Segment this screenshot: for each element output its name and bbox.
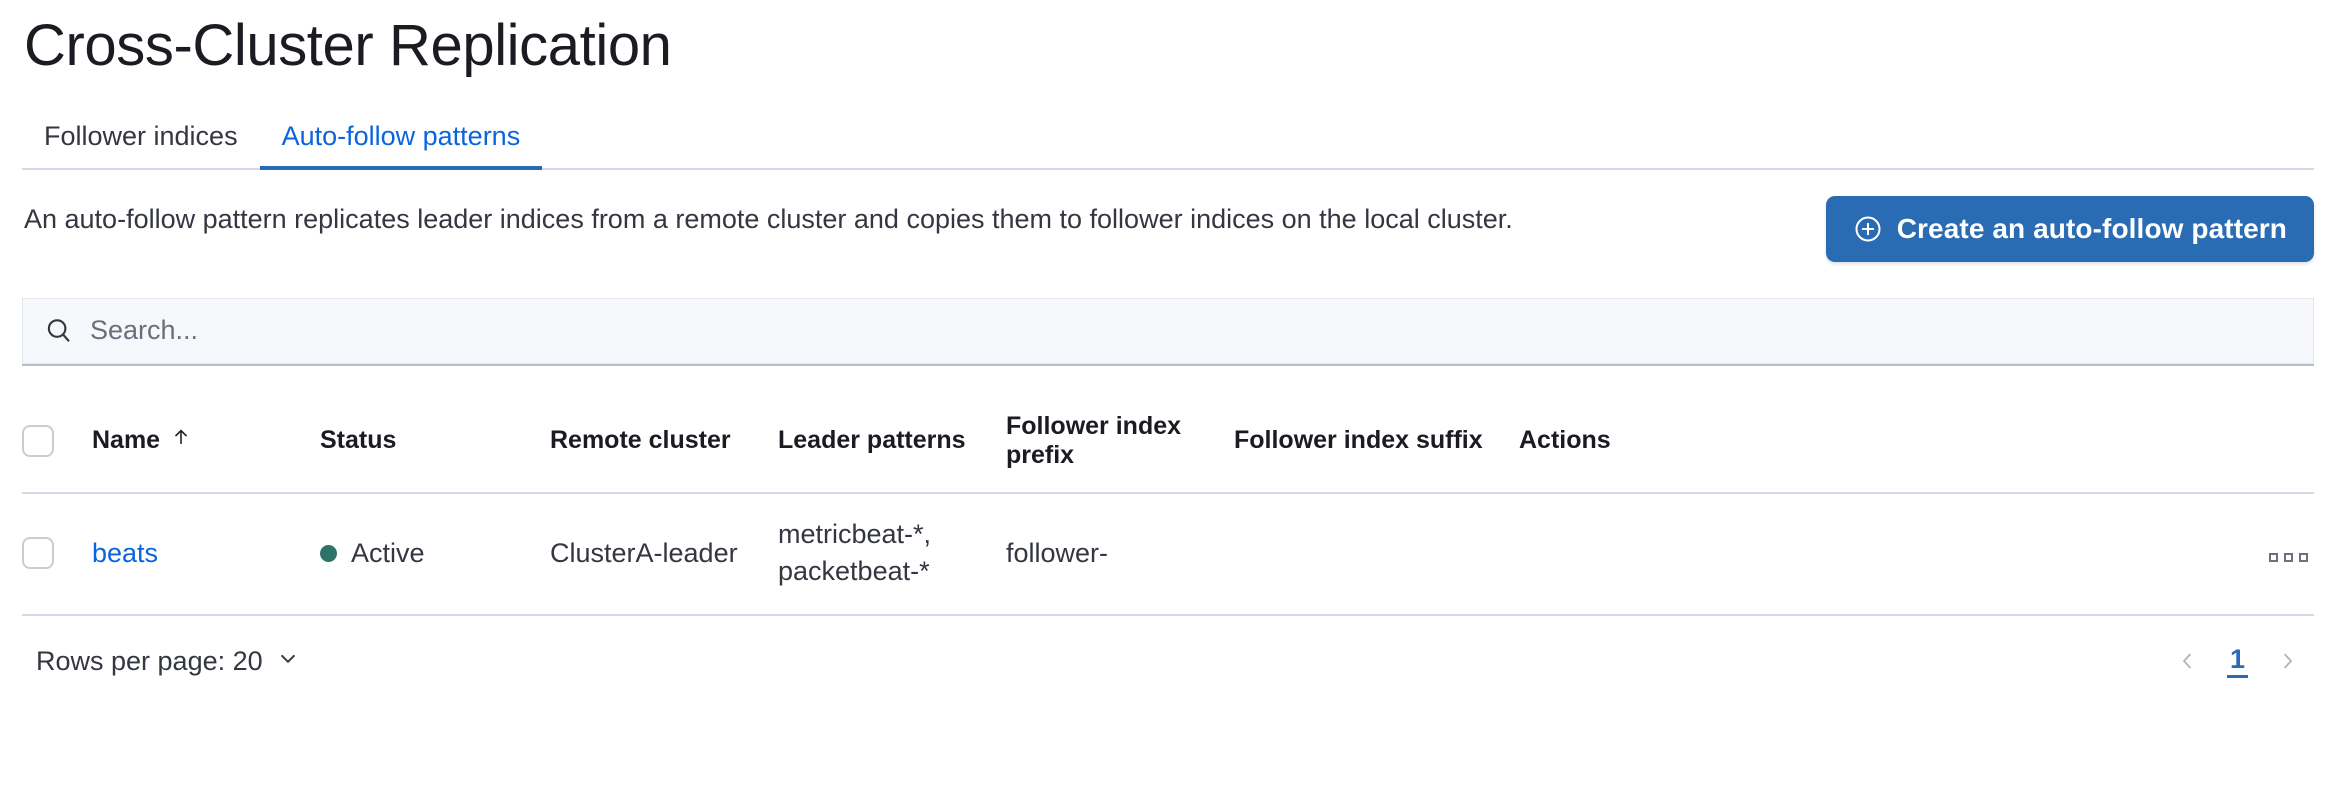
leader-pattern-item: packetbeat-* (778, 556, 930, 587)
pagination: 1 (2171, 644, 2304, 679)
cell-status: Active (320, 492, 550, 617)
column-header-name[interactable]: Name (92, 395, 320, 494)
search-icon (44, 316, 74, 346)
plus-in-circle-icon (1853, 214, 1883, 244)
column-header-remote-cluster[interactable]: Remote cluster (550, 395, 778, 494)
cell-follower-index-prefix: follower- (1006, 492, 1234, 617)
intro-row: An auto-follow pattern replicates leader… (22, 195, 2314, 262)
rows-per-page-label: Rows per page: 20 (36, 645, 263, 676)
select-all-checkbox[interactable] (22, 424, 54, 457)
table-header-row: Name Status Remote cluster Leader patter… (22, 395, 2314, 494)
status-dot-icon (320, 544, 337, 562)
pagination-next-button[interactable] (2270, 644, 2304, 678)
column-header-follower-index-suffix[interactable]: Follower index suffix (1234, 395, 1519, 494)
column-header-status[interactable]: Status (320, 395, 550, 494)
page-title: Cross-Cluster Replication (24, 13, 672, 78)
column-header-actions: Actions (1519, 395, 2314, 494)
cell-name: beats (92, 492, 320, 617)
tab-auto-follow-patterns[interactable]: Auto-follow patterns (259, 122, 543, 170)
column-header-name-label: Name (92, 426, 161, 455)
pagination-page-1[interactable]: 1 (2226, 644, 2248, 679)
leader-pattern-item: metricbeat-*, (778, 518, 932, 549)
status-badge: Active (351, 537, 425, 568)
cell-follower-index-suffix (1234, 492, 1519, 617)
auto-follow-pattern-link[interactable]: beats (92, 537, 159, 568)
select-all-header (22, 395, 92, 494)
row-select-cell (22, 492, 92, 617)
search-bar[interactable] (22, 297, 2314, 366)
search-input[interactable] (90, 315, 2292, 347)
sort-ascending-arrow-icon (170, 426, 192, 455)
cell-actions (1519, 492, 2314, 617)
table-footer: Rows per page: 20 1 (22, 644, 2314, 679)
create-button-label: Create an auto-follow pattern (1896, 212, 2287, 244)
cell-remote-cluster: ClusterA-leader (550, 492, 778, 617)
chevron-down-icon (275, 645, 301, 678)
rows-per-page-selector[interactable]: Rows per page: 20 (36, 645, 301, 678)
column-header-follower-index-prefix[interactable]: Follower index prefix (1006, 395, 1234, 494)
intro-description: An auto-follow pattern replicates leader… (24, 203, 1513, 234)
horizontal-dots-icon[interactable] (2263, 547, 2314, 568)
cell-leader-patterns: metricbeat-*, packetbeat-* (778, 492, 1006, 617)
tab-bar: Follower indices Auto-follow patterns (22, 112, 2314, 170)
create-auto-follow-pattern-button[interactable]: Create an auto-follow pattern (1825, 195, 2314, 262)
row-checkbox[interactable] (22, 537, 54, 570)
pagination-prev-button[interactable] (2171, 644, 2205, 678)
column-header-leader-patterns[interactable]: Leader patterns (778, 395, 1006, 494)
auto-follow-patterns-table: Name Status Remote cluster Leader patter… (22, 395, 2314, 617)
table-row: beats Active ClusterA-leader metricbeat-… (22, 492, 2314, 617)
tab-follower-indices[interactable]: Follower indices (22, 122, 260, 168)
